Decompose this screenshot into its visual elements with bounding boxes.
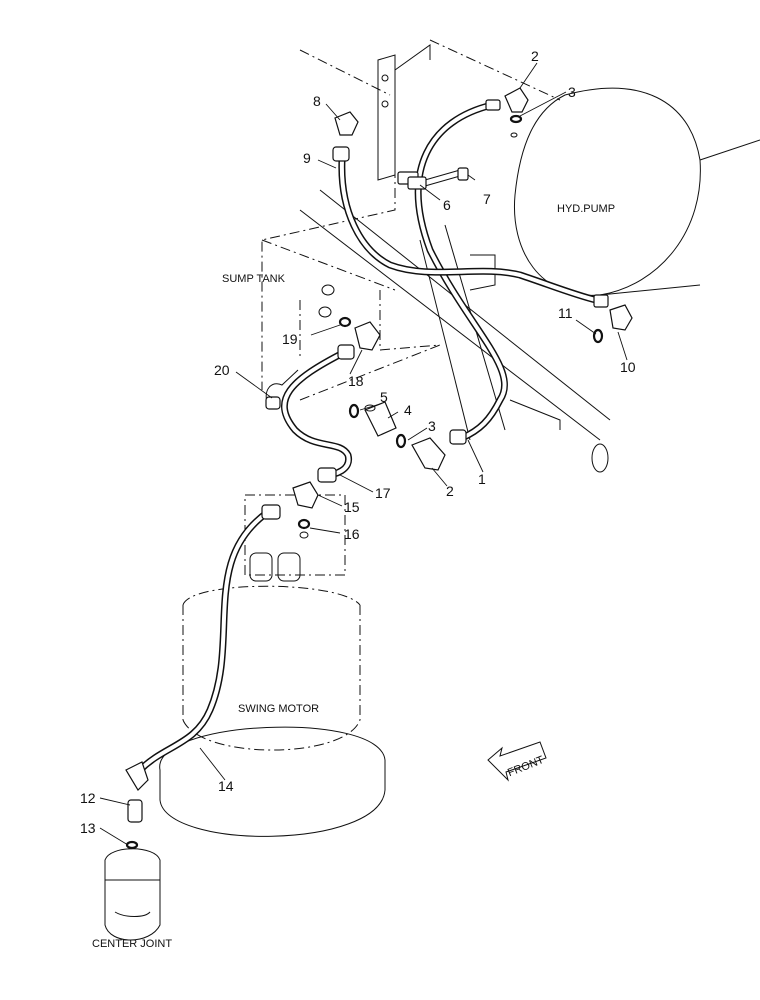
o-ring-3-top	[509, 114, 523, 138]
callout-3-bottom: 3	[428, 418, 436, 434]
elbow-fitting-8	[332, 111, 359, 162]
swing-motor-label: SWING MOTOR	[238, 703, 319, 715]
elbow-fitting-2-bottom	[411, 429, 467, 471]
callout-9: 9	[303, 150, 311, 166]
center-joint	[104, 848, 161, 941]
sump-tank-label: SUMP TANK	[222, 273, 286, 285]
swing-hose-fitting	[261, 504, 281, 520]
sump-tank-outline	[261, 39, 561, 401]
callout-19: 19	[282, 331, 298, 347]
callout-5: 5	[380, 389, 388, 405]
swing-motor	[159, 494, 386, 837]
o-ring-13	[125, 840, 139, 850]
elbow-fitting-18	[337, 321, 381, 360]
callout-17: 17	[375, 485, 391, 501]
o-ring-16	[297, 518, 311, 539]
callout-11: 11	[558, 305, 573, 321]
front-label: FRONT	[506, 754, 546, 779]
o-ring-11	[592, 328, 604, 344]
hose-17	[281, 348, 353, 479]
callout-14: 14	[218, 778, 234, 794]
callout-18: 18	[348, 373, 364, 389]
bolt-7	[424, 167, 469, 187]
hose-14	[136, 508, 272, 774]
adapter-12	[125, 761, 149, 823]
o-ring-5	[348, 403, 360, 419]
callout-3-top: 3	[568, 84, 576, 100]
leader-lines	[99, 62, 628, 846]
center-joint-label: CENTER JOINT	[92, 938, 172, 950]
elbow-fitting-10	[593, 294, 633, 331]
hyd-pump-label: HYD.PUMP	[557, 203, 615, 215]
callout-20: 20	[214, 362, 230, 378]
callout-15: 15	[344, 499, 360, 515]
callout-12: 12	[80, 790, 96, 806]
callout-10: 10	[620, 359, 636, 375]
hose-1	[414, 101, 509, 442]
hose-clamp-20	[265, 369, 299, 410]
callout-4: 4	[404, 402, 412, 418]
hose-9	[338, 156, 600, 304]
callout-16: 16	[344, 526, 360, 542]
callout-13: 13	[80, 820, 96, 836]
callout-8: 8	[313, 93, 321, 109]
hyd-pump-body	[513, 87, 760, 296]
callout-2-bottom: 2	[446, 483, 454, 499]
elbow-fitting-15	[292, 467, 337, 509]
elbow-fitting-2-top	[485, 87, 529, 113]
mounting-plate	[377, 44, 431, 181]
callout-1: 1	[478, 471, 486, 487]
o-ring-3-bottom	[395, 433, 407, 449]
callout-7: 7	[483, 191, 491, 207]
front-direction-arrow	[487, 741, 547, 782]
o-ring-19	[318, 284, 352, 328]
callout-6: 6	[443, 197, 451, 213]
callout-2-top: 2	[531, 48, 539, 64]
